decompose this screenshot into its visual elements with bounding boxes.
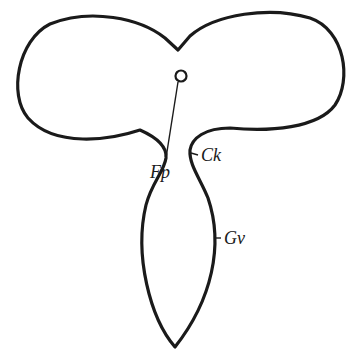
growing-point	[176, 71, 187, 82]
leader-line	[214, 237, 221, 238]
leader-line	[191, 153, 198, 155]
part-label: Fp	[150, 162, 170, 182]
part-label: Ck	[201, 145, 221, 165]
leader-line	[166, 82, 178, 158]
part-label: Gv	[224, 228, 245, 248]
seedling-outline	[18, 12, 344, 347]
